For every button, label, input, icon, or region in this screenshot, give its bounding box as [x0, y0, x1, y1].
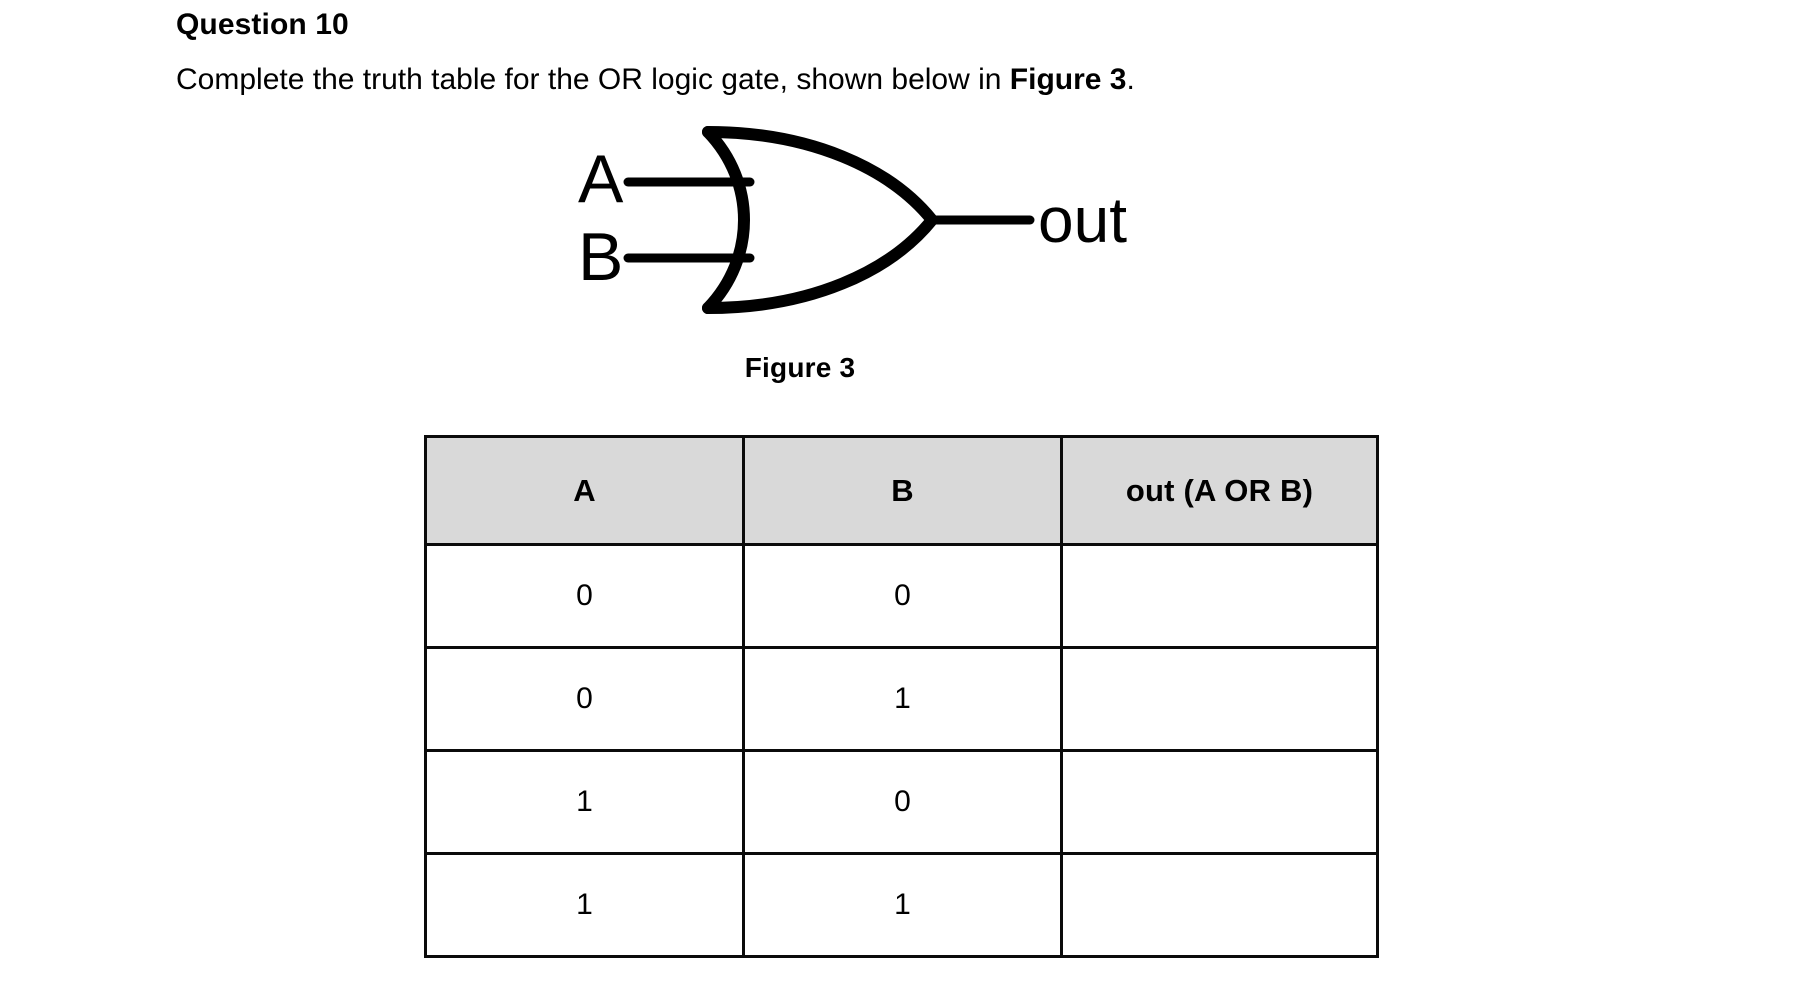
page-title: Question 10	[176, 8, 349, 41]
prompt-text-lead: Complete the truth table for the OR logi…	[176, 63, 1010, 96]
gate-output-label: out	[1038, 184, 1127, 256]
table-row: 1 1	[424, 852, 1379, 958]
cell-b: 0	[742, 749, 1063, 855]
cell-a: 0	[424, 543, 745, 649]
or-gate-diagram: A B out	[578, 126, 1127, 314]
column-header-b: B	[742, 435, 1063, 546]
column-header-out: out (A OR B)	[1060, 435, 1379, 546]
cell-b: 0	[742, 543, 1063, 649]
table-row: 0 0	[424, 543, 1379, 649]
cell-out-answer[interactable]	[1060, 543, 1379, 649]
question-prompt: Complete the truth table for the OR logi…	[176, 60, 1135, 99]
table-row: 0 1	[424, 646, 1379, 752]
figure-3-block: A B out Figure 3	[560, 120, 1260, 383]
prompt-figure-reference: Figure 3	[1009, 63, 1127, 96]
gate-body-back-arc	[702, 126, 750, 314]
truth-table: A B out (A OR B) 0 0 0 1 1 0 1	[424, 435, 1379, 958]
table-header-row: A B out (A OR B)	[424, 435, 1379, 546]
prompt-text-trail: .	[1126, 63, 1135, 96]
cell-a: 1	[424, 749, 745, 855]
figure-caption: Figure 3	[744, 352, 856, 383]
cell-out-answer[interactable]	[1060, 646, 1379, 752]
cell-b: 1	[742, 646, 1063, 752]
cell-out-answer[interactable]	[1060, 749, 1379, 855]
gate-input-a-label: A	[578, 141, 624, 217]
cell-a: 0	[424, 646, 745, 752]
gate-input-b-label: B	[578, 219, 623, 295]
cell-a: 1	[424, 852, 745, 958]
cell-out-answer[interactable]	[1060, 852, 1379, 958]
table-row: 1 0	[424, 749, 1379, 855]
column-header-a: A	[424, 435, 745, 546]
cell-b: 1	[742, 852, 1063, 958]
